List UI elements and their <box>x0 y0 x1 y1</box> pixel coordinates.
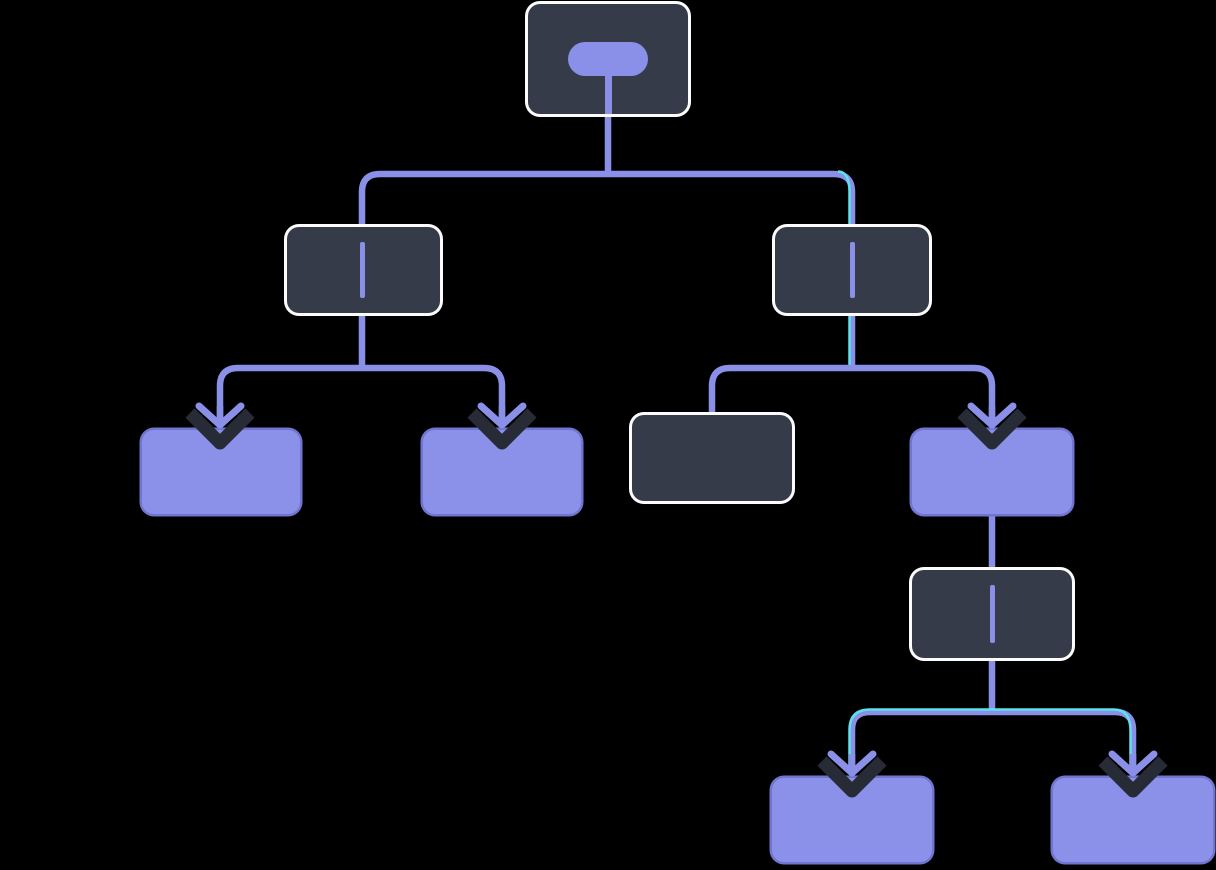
tree-node-leaf-5[interactable] <box>1053 778 1213 862</box>
edge-root-to-left[interactable] <box>358 170 608 227</box>
pass-through-line <box>360 242 365 298</box>
tree-node-branch-right[interactable] <box>775 227 929 313</box>
tree-node-leaf-1[interactable] <box>142 430 300 514</box>
tree-node-leaf-dark[interactable] <box>632 415 792 501</box>
edge-left-split[interactable] <box>216 364 506 421</box>
edge-lower-split[interactable] <box>848 708 1137 769</box>
tree-node-leaf-4[interactable] <box>772 778 932 862</box>
tree-node-leaf-3[interactable] <box>912 430 1072 514</box>
collapse-pill-icon[interactable] <box>568 42 648 76</box>
tree-node-branch-left[interactable] <box>287 227 440 313</box>
pill-stem-line <box>604 74 612 114</box>
edge-root-to-right[interactable] <box>608 170 856 227</box>
pass-through-line <box>989 585 995 643</box>
tree-node-branch-lower[interactable] <box>912 570 1072 658</box>
edge-right-split[interactable] <box>708 364 996 421</box>
edge-lower-split-flow-highlight <box>848 708 1132 769</box>
pass-through-line <box>849 242 855 298</box>
tree-node-root[interactable] <box>528 4 688 114</box>
tree-node-leaf-2[interactable] <box>423 430 581 514</box>
edge-root-to-right-flow-highlight <box>837 170 851 225</box>
